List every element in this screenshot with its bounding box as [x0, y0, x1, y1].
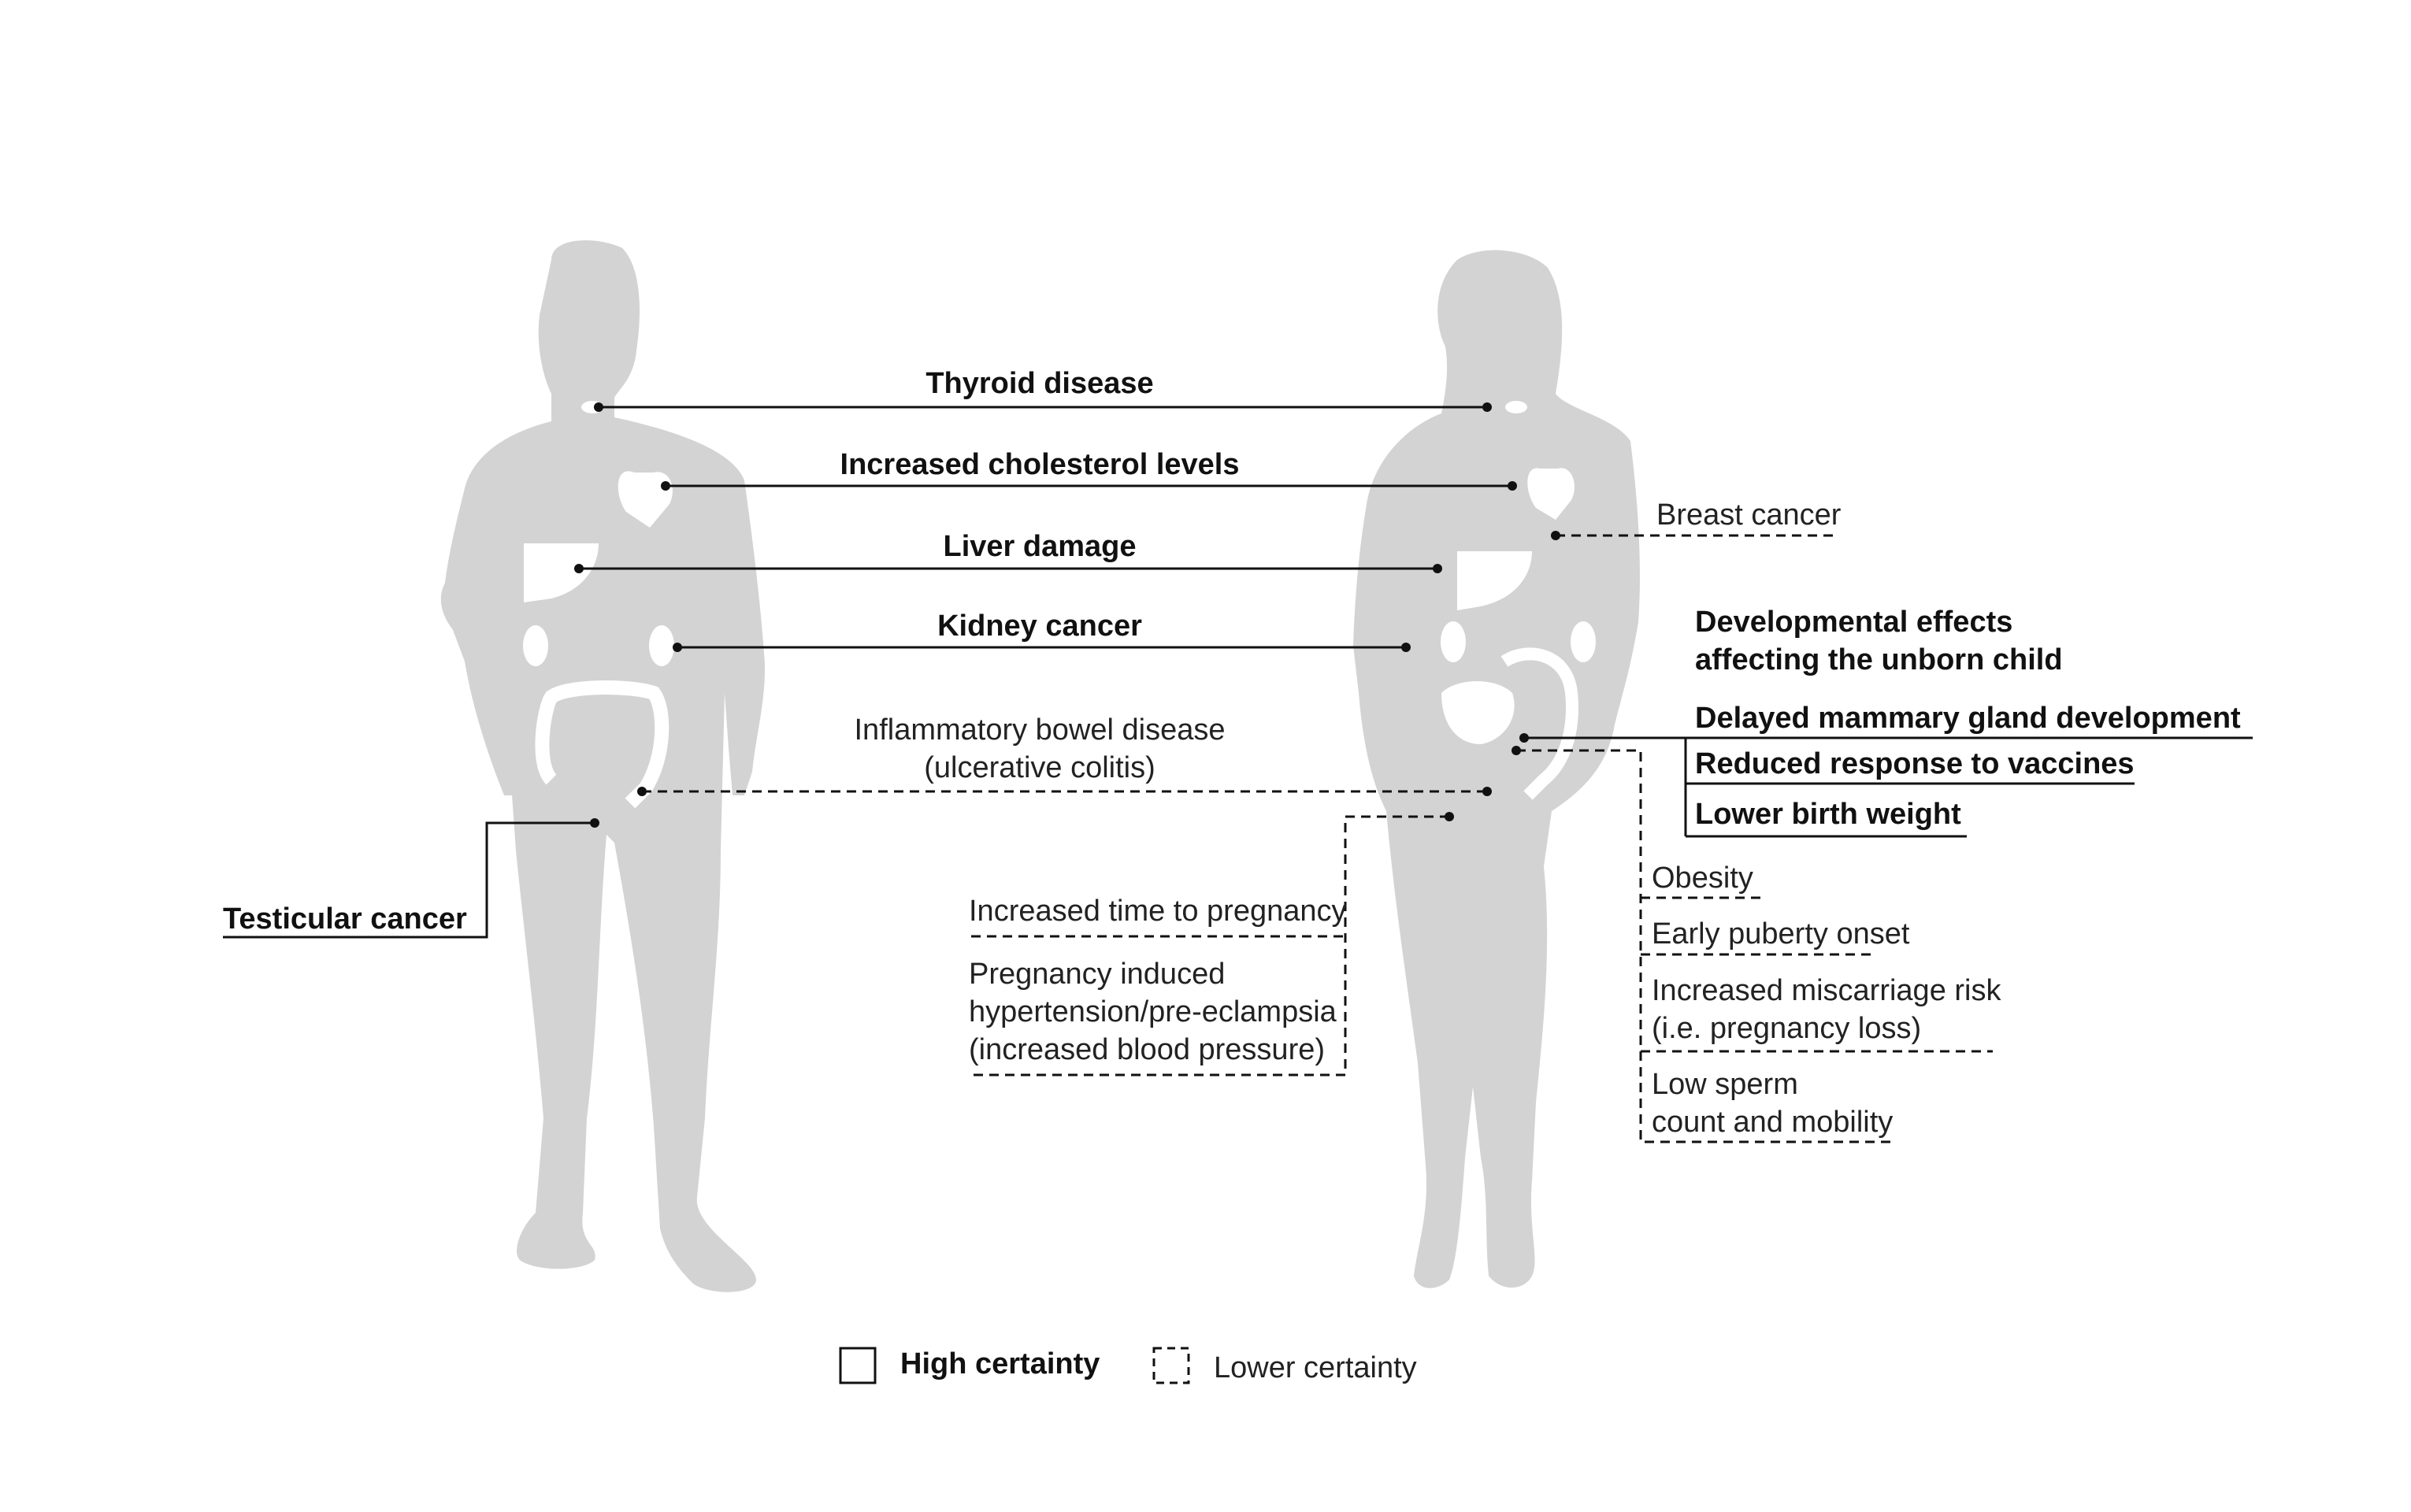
connectors — [223, 406, 2253, 1143]
label-ibd: Inflammatory bowel disease (ulcerative c… — [854, 713, 1226, 784]
label-liver-damage: Liver damage — [943, 530, 1137, 563]
label-obesity: Obesity — [1652, 862, 1753, 895]
label-kidney-cancer: Kidney cancer — [937, 610, 1142, 643]
legend-dashed-box-icon — [1152, 1347, 1190, 1384]
label-mammary-gland: Delayed mammary gland development — [1695, 702, 2241, 735]
male-silhouette — [440, 240, 766, 1292]
label-sperm: Low sperm count and mobility — [1652, 1068, 1894, 1139]
label-preeclampsia: Pregnancy induced hypertension/pre-eclam… — [969, 958, 1337, 1066]
legend-solid-box-icon — [839, 1347, 877, 1384]
label-breast-cancer: Breast cancer — [1656, 498, 1842, 532]
label-time-to-pregnancy: Increased time to pregnancy — [969, 895, 1347, 928]
legend-high-certainty: High certainty — [900, 1347, 1100, 1380]
label-testicular-cancer: Testicular cancer — [223, 902, 467, 936]
label-early-puberty: Early puberty onset — [1652, 917, 1910, 951]
label-cholesterol: Increased cholesterol levels — [840, 448, 1240, 481]
label-birth-weight: Lower birth weight — [1695, 798, 1961, 831]
label-thyroid-disease: Thyroid disease — [925, 367, 1154, 400]
connector-dots — [574, 402, 1560, 828]
legend-lower-certainty: Lower certainty — [1214, 1351, 1417, 1384]
label-vaccine-response: Reduced response to vaccines — [1695, 747, 2135, 780]
label-miscarriage: Increased miscarriage risk (i.e. pregnan… — [1652, 974, 2001, 1045]
label-developmental-effects: Developmental effects affecting the unbo… — [1695, 606, 2063, 676]
female-silhouette — [1353, 250, 1640, 1288]
